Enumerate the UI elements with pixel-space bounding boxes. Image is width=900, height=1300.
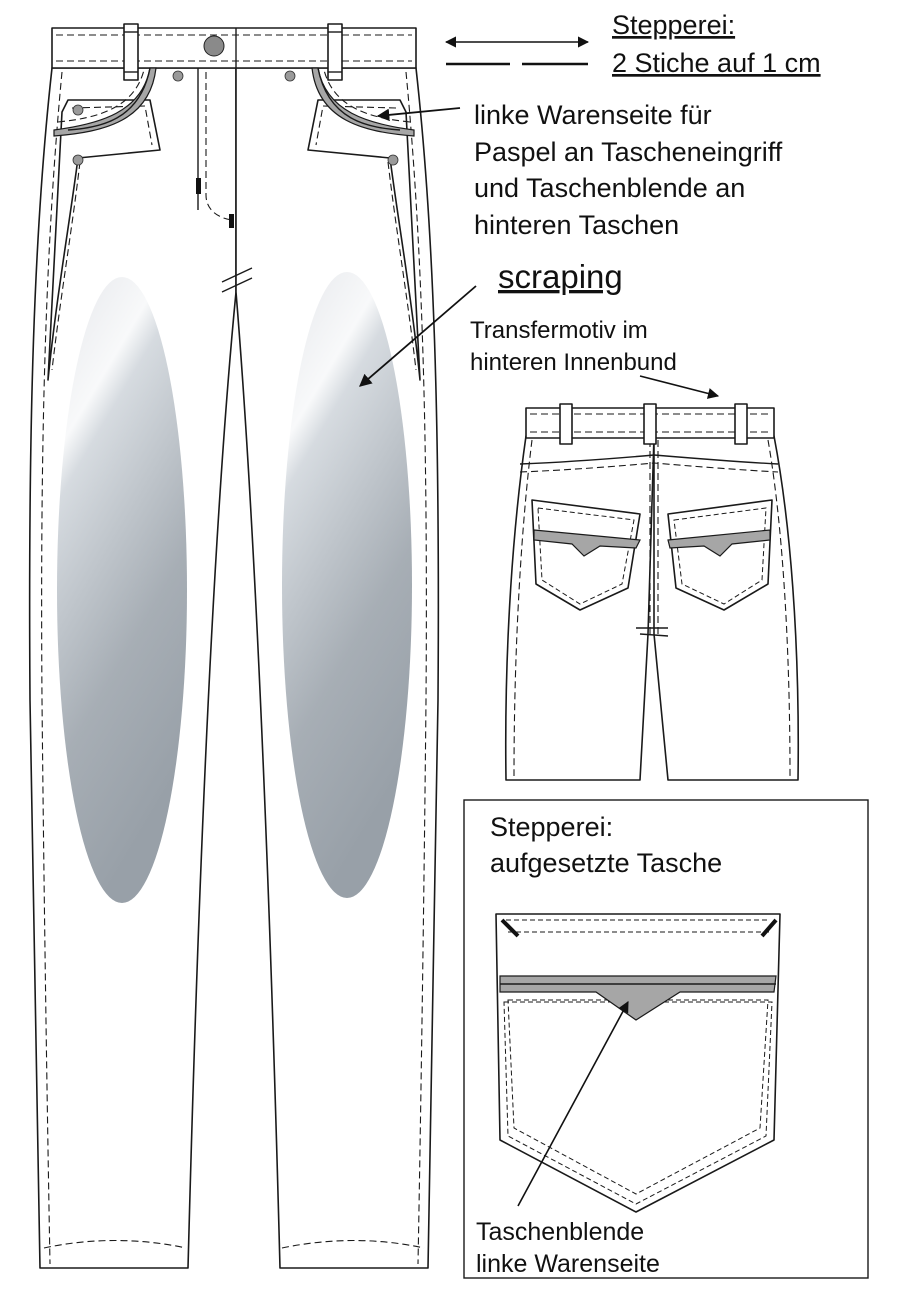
patch-pocket-label-1: Stepperei: [490, 812, 613, 842]
front-view [28, 23, 440, 1269]
scraping-area-right [282, 272, 412, 898]
stitching-label-2: 2 Stiche auf 1 cm [612, 48, 821, 78]
arrow-icon [376, 107, 461, 122]
transfer-label-1: Transfermotiv im [470, 317, 648, 344]
wrong-side-label-1: linke Warenseite für [474, 100, 712, 130]
transfer-label-2: hinteren Innenbund [470, 349, 677, 376]
arrow-icon [517, 1001, 629, 1207]
scraping-area-left [57, 277, 187, 903]
patch-pocket-detail-box [463, 799, 869, 1279]
wrong-side-label-2: Paspel an Tascheneingriff [474, 137, 783, 167]
patch-pocket-detail [495, 913, 781, 1213]
patch-pocket-label-2: aufgesetzte Tasche [490, 848, 722, 878]
wrong-side-label-4: hinteren Taschen [474, 210, 679, 240]
wrong-side-label-3: und Taschenblende an [474, 173, 745, 203]
arrow-icon [359, 285, 477, 387]
back-view [504, 403, 800, 781]
double-arrow-icon [444, 36, 590, 66]
flap-label-1: Taschenblende [476, 1218, 644, 1246]
arrow-icon [639, 375, 720, 399]
scraping-label: scraping [498, 258, 623, 295]
button-icon [203, 35, 225, 57]
flap-label-2: linke Warenseite [476, 1250, 660, 1278]
front-waistband [51, 27, 417, 69]
stitching-label-1: Stepperei: [612, 10, 735, 40]
